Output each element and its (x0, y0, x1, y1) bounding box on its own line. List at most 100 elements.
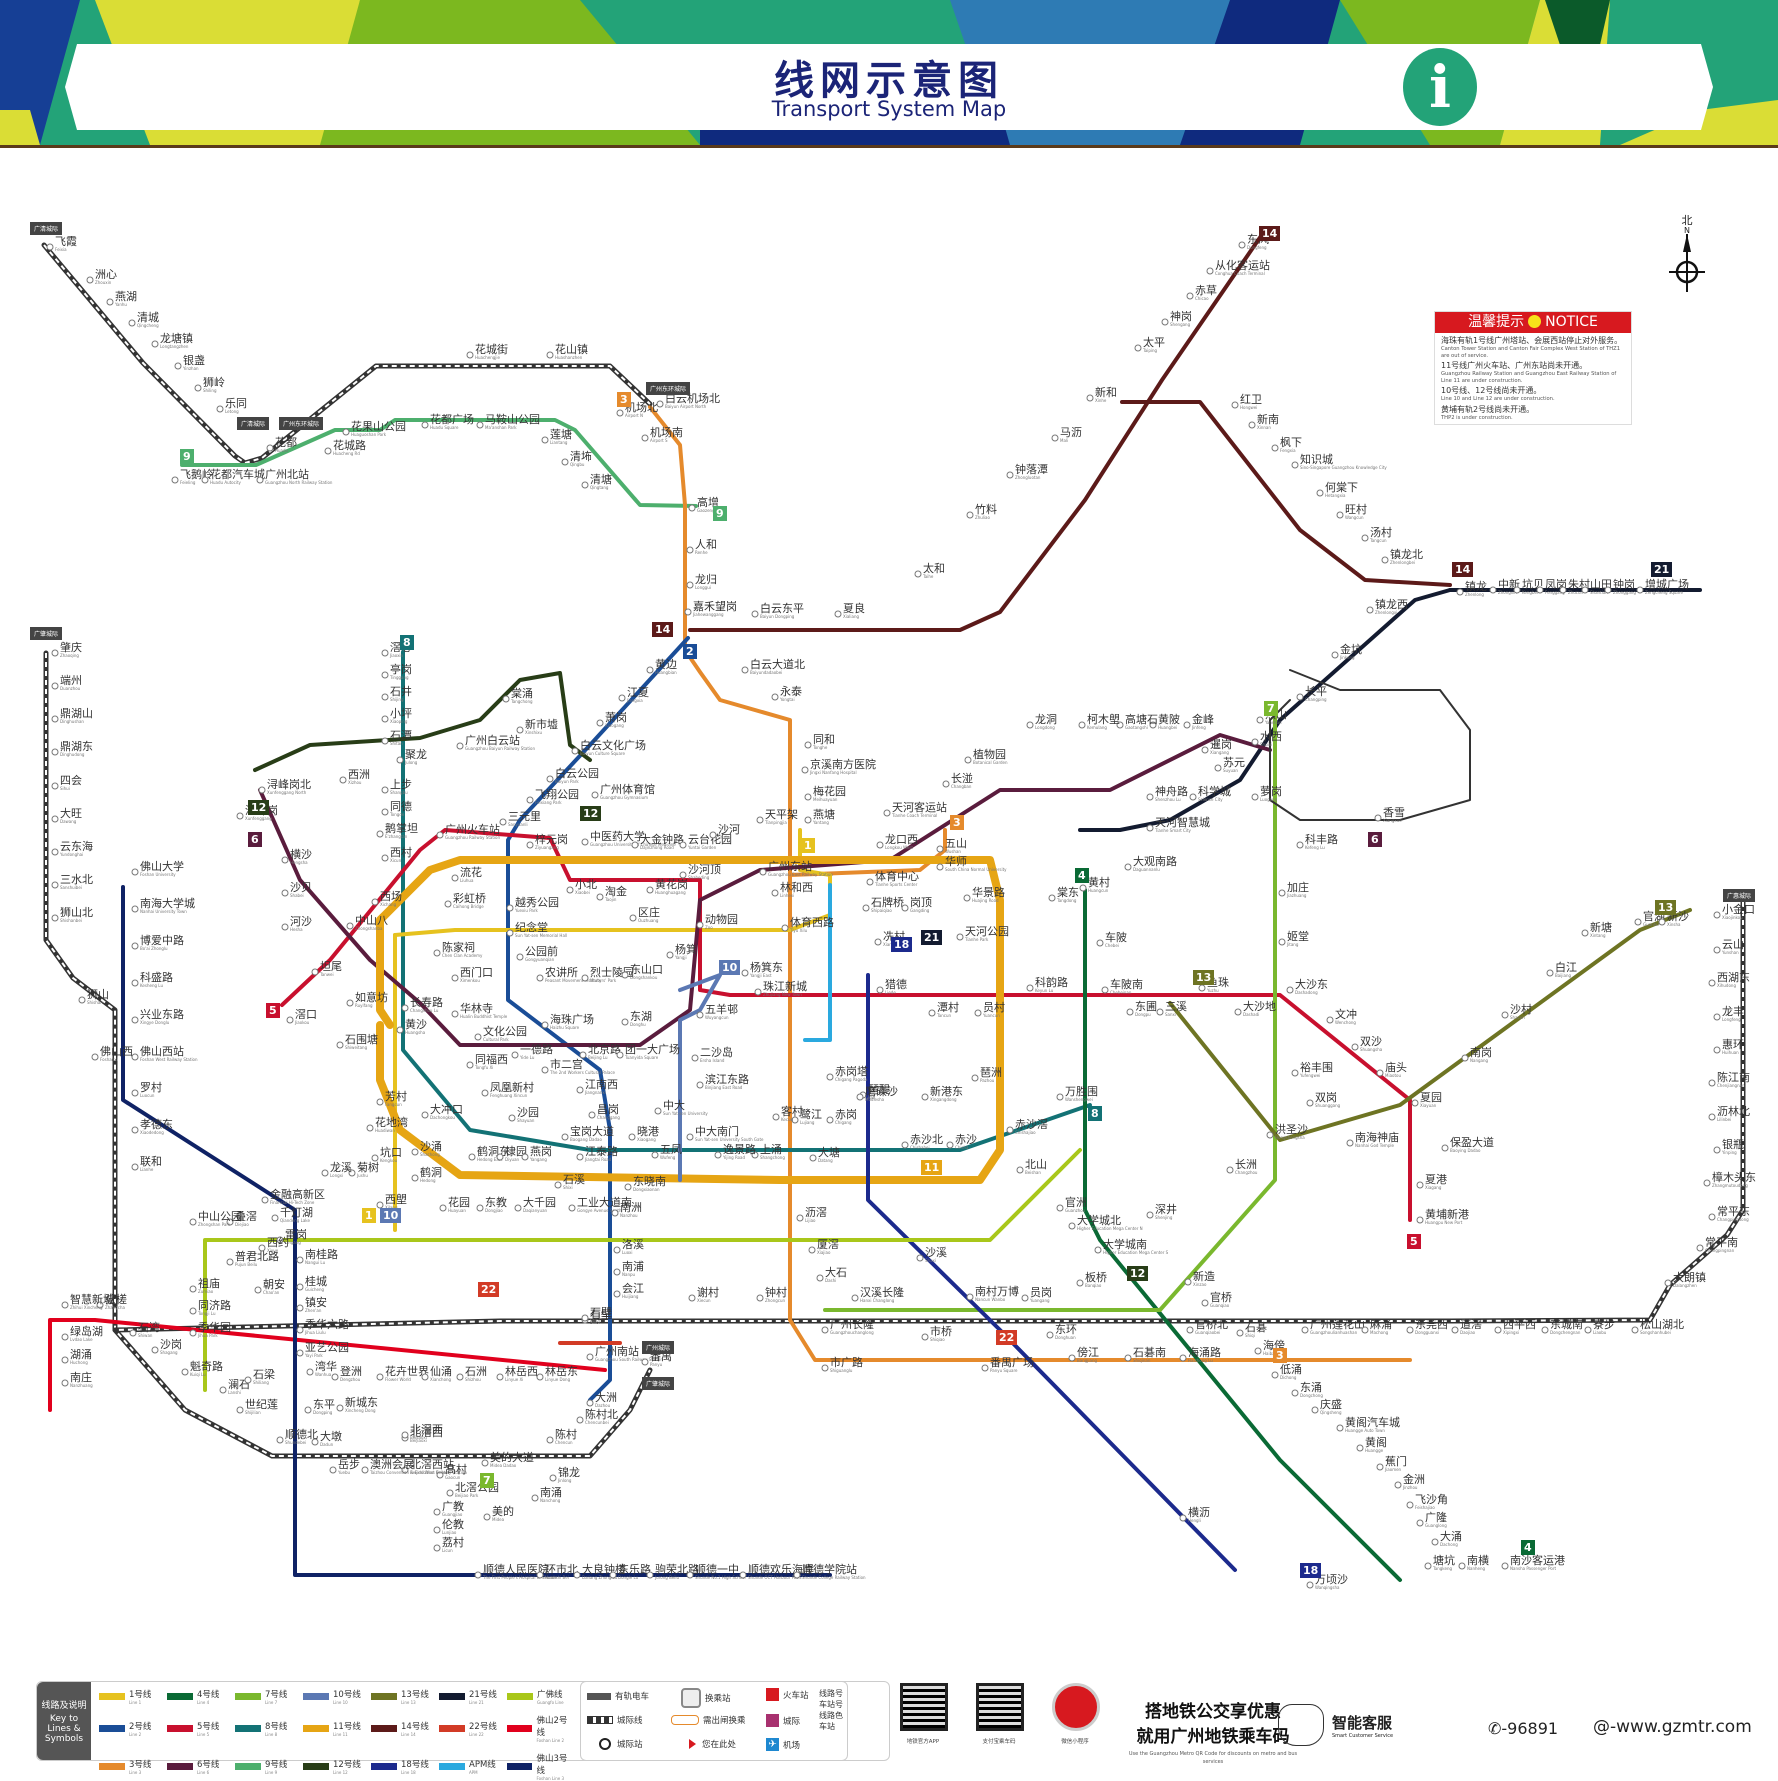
station-marker[interactable] (1713, 1146, 1721, 1154)
station-marker[interactable] (376, 830, 384, 838)
station-marker[interactable] (536, 974, 544, 982)
station-marker[interactable] (821, 1326, 829, 1334)
station-marker[interactable] (61, 1333, 69, 1341)
station-marker[interactable] (974, 1009, 982, 1017)
station-marker[interactable] (1713, 1013, 1721, 1021)
station-marker[interactable] (561, 458, 569, 466)
station-marker[interactable] (366, 1124, 374, 1132)
station-marker[interactable] (966, 511, 974, 519)
station-marker[interactable] (581, 974, 589, 982)
station-marker[interactable] (151, 340, 159, 348)
station-marker[interactable] (281, 889, 289, 897)
station-marker[interactable] (576, 1086, 584, 1094)
station-marker[interactable] (506, 929, 514, 937)
station-marker[interactable] (666, 951, 674, 959)
station-marker[interactable] (654, 1107, 662, 1115)
station-marker[interactable] (1361, 534, 1369, 542)
station-marker[interactable] (1559, 586, 1567, 594)
station-marker[interactable] (981, 1364, 989, 1372)
station-marker[interactable] (1366, 606, 1374, 614)
station-marker[interactable] (1179, 1354, 1187, 1362)
station-marker[interactable] (1086, 394, 1094, 402)
station-marker[interactable] (546, 775, 554, 783)
station-marker[interactable] (1124, 1354, 1132, 1362)
station-marker[interactable] (131, 1053, 139, 1061)
station-marker[interactable] (588, 1111, 596, 1119)
station-marker[interactable] (1201, 1299, 1209, 1307)
station-marker[interactable] (921, 1093, 929, 1101)
station-marker[interactable] (1234, 1008, 1242, 1016)
station-marker[interactable] (596, 893, 604, 901)
station-marker[interactable] (1146, 793, 1154, 801)
station-marker[interactable] (376, 1098, 384, 1106)
station-marker[interactable] (1183, 721, 1191, 729)
station-marker[interactable] (51, 815, 59, 823)
station-marker[interactable] (1703, 1179, 1711, 1187)
station-marker[interactable] (616, 409, 624, 417)
station-marker[interactable] (641, 1358, 649, 1366)
station-marker[interactable] (679, 871, 687, 879)
station-marker[interactable] (51, 914, 59, 922)
station-marker[interactable] (1658, 918, 1666, 926)
station-marker[interactable] (946, 1141, 954, 1149)
station-marker[interactable] (646, 886, 654, 894)
station-marker[interactable] (1634, 918, 1642, 926)
station-marker[interactable] (1374, 814, 1382, 822)
station-marker[interactable] (508, 1114, 516, 1122)
station-marker[interactable] (296, 1326, 304, 1334)
station-marker[interactable] (311, 968, 319, 976)
